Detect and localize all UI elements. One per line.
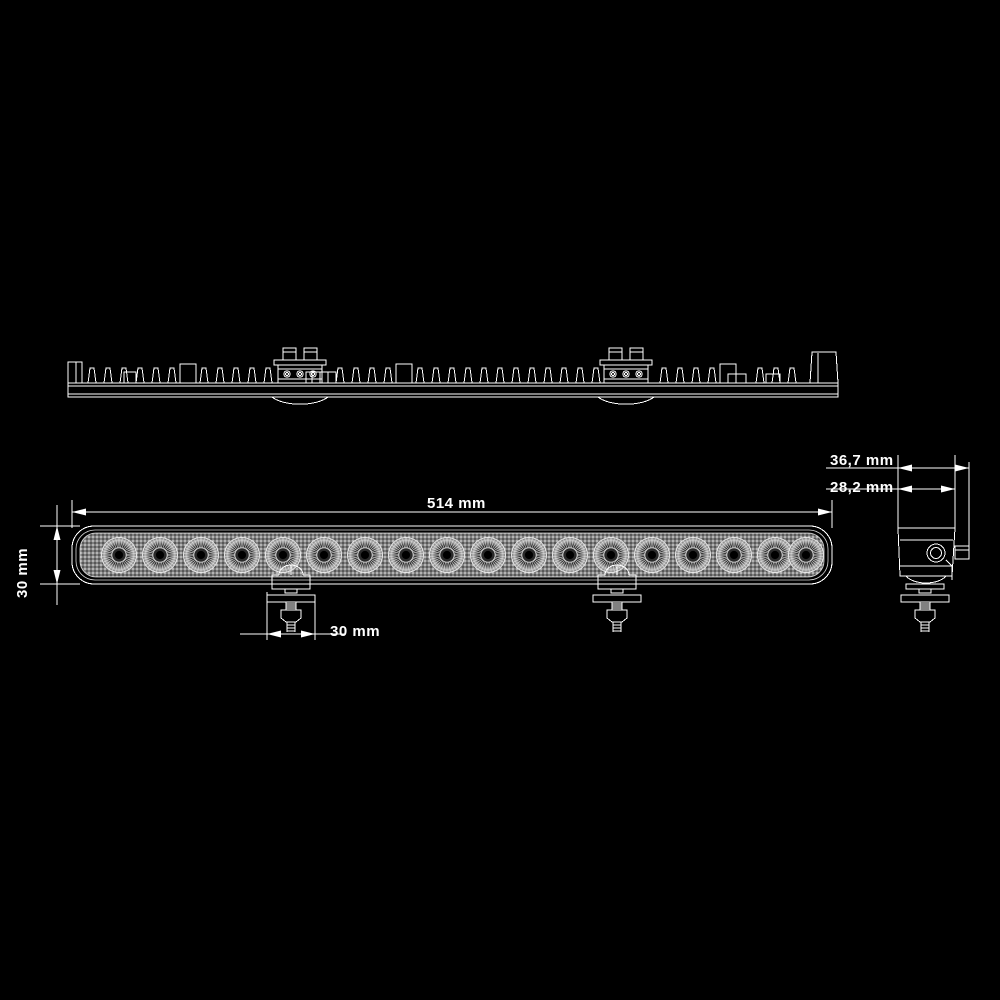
dimension-depth-36-7 xyxy=(826,462,970,548)
dimension-label-length: 514 mm xyxy=(427,495,486,512)
dimension-label-depth-body: 28,2 mm xyxy=(830,479,894,496)
dimension-length-514 xyxy=(71,500,833,528)
dimension-depth-28-2 xyxy=(826,485,956,530)
front-view-group xyxy=(71,525,833,633)
top-view-group xyxy=(67,347,839,405)
side-view-group xyxy=(897,455,970,632)
dimension-height-30 xyxy=(40,505,80,605)
dimension-label-bracket-width: 30 mm xyxy=(330,623,381,640)
dimension-label-height: 30 mm xyxy=(14,547,31,598)
dimension-bracket-30 xyxy=(240,592,345,640)
dimension-label-depth-total: 36,7 mm xyxy=(830,452,894,469)
